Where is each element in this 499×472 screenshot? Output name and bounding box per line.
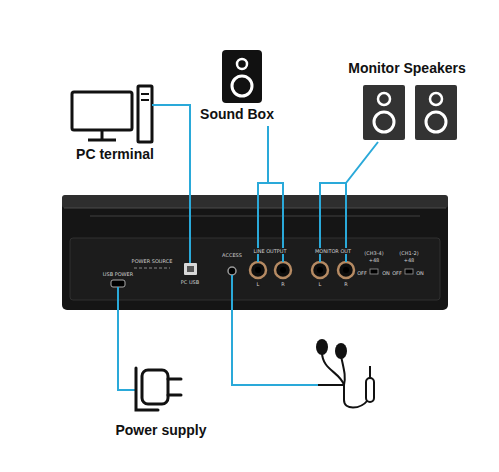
panel-label: ON <box>415 270 425 276</box>
audio-interface-panel <box>62 195 448 310</box>
device-node: Sound Box <box>195 48 280 126</box>
device-node: Power supply <box>105 360 217 442</box>
device-label: Monitor Speakers <box>348 60 465 76</box>
panel-label: USB POWER <box>102 271 134 277</box>
panel-label: L <box>256 281 261 287</box>
monitor-speakers-icon <box>363 85 457 140</box>
device-node: Monitor Speakers <box>340 60 475 142</box>
panel-label: R <box>343 281 348 287</box>
panel-label: LINE OUTPUT <box>252 248 287 254</box>
panel-label: POWER SOURCE <box>131 258 174 264</box>
panel-label: OFF <box>391 270 403 276</box>
cable <box>346 142 378 195</box>
pc-icon <box>72 86 152 142</box>
panel-label: ACCESS <box>221 252 243 258</box>
device-label: Sound Box <box>200 106 274 122</box>
device-label: PC terminal <box>76 146 154 162</box>
interface-panel: USB POWER POWER SOURCE PC USB ACCESS LINE OU… <box>62 195 448 310</box>
earphones-icon <box>316 339 374 408</box>
cable <box>165 105 190 195</box>
panel-label: +48 <box>403 257 416 263</box>
panel-label: MONITOR OUT <box>314 248 352 254</box>
power-plug-icon <box>136 368 181 410</box>
panel-label: OFF <box>356 270 368 276</box>
panel-label: L <box>318 281 323 287</box>
panel-label: (CH3-4) <box>363 250 384 256</box>
panel-label: ON <box>381 270 391 276</box>
panel-label: R <box>280 281 285 287</box>
cable <box>117 310 119 360</box>
device-node: PC terminal <box>65 85 165 165</box>
panel-label: (CH1-2) <box>398 250 419 256</box>
panel-label: +48 <box>368 257 381 263</box>
sound-box-icon <box>222 50 262 103</box>
cable <box>258 126 268 195</box>
device-label: Power supply <box>115 422 206 438</box>
panel-label: PC USB <box>180 279 200 285</box>
